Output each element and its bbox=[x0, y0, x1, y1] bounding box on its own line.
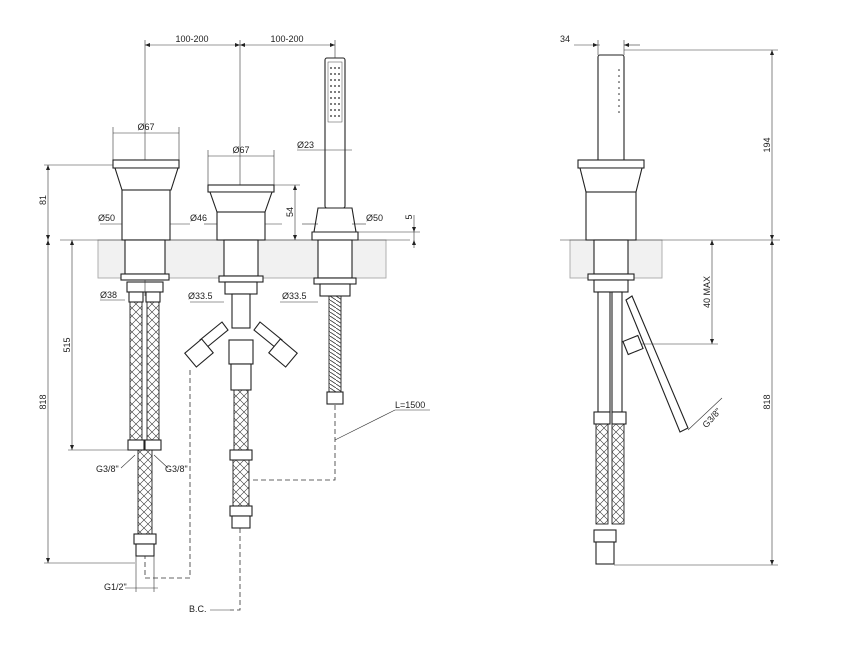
hand-shower bbox=[311, 57, 359, 405]
dim-h54: 54 bbox=[285, 207, 295, 217]
dim-g38-right: G3/8" bbox=[165, 464, 188, 474]
side-spout bbox=[597, 54, 625, 166]
dim-dia67-left: Ø67 bbox=[137, 122, 154, 132]
dim-g12: G1/2" bbox=[104, 582, 127, 592]
dim-dia50-right: Ø50 bbox=[366, 213, 383, 223]
dim-h515: 515 bbox=[62, 337, 72, 352]
dim-spacing-left: 100-200 bbox=[175, 34, 208, 44]
side-hoses bbox=[593, 291, 689, 565]
dim-dia23: Ø23 bbox=[297, 140, 314, 150]
left-valve bbox=[112, 159, 180, 296]
dim-dia38: Ø38 bbox=[100, 290, 117, 300]
dim-hose-length: L=1500 bbox=[395, 400, 425, 410]
dim-dia67-center: Ø67 bbox=[232, 145, 249, 155]
left-hoses bbox=[127, 291, 162, 557]
front-view bbox=[44, 40, 430, 611]
dim-g38-left: G3/8" bbox=[96, 464, 119, 474]
side-view bbox=[560, 40, 780, 566]
dim-side-40max: 40 MAX bbox=[702, 276, 712, 308]
dim-side-34: 34 bbox=[560, 34, 570, 44]
center-valve bbox=[207, 184, 275, 295]
dim-bc: B.C. bbox=[189, 604, 207, 614]
routing-lines bbox=[144, 370, 336, 611]
dim-side-194: 194 bbox=[762, 137, 772, 152]
dim-side-g38: G3/8" bbox=[700, 406, 723, 430]
dim-h81: 81 bbox=[38, 195, 48, 205]
dim-side-818: 818 bbox=[762, 394, 772, 409]
dim-dia50-left: Ø50 bbox=[98, 213, 115, 223]
dim-dia33-5-right: Ø33.5 bbox=[282, 291, 307, 301]
dim-h5: 5 bbox=[404, 214, 414, 219]
dim-dia33-5-center: Ø33.5 bbox=[188, 291, 213, 301]
dim-spacing-right: 100-200 bbox=[270, 34, 303, 44]
dim-h818-left: 818 bbox=[38, 394, 48, 409]
side-body bbox=[577, 159, 645, 293]
center-outlet bbox=[184, 293, 298, 529]
dim-dia46: Ø46 bbox=[190, 213, 207, 223]
